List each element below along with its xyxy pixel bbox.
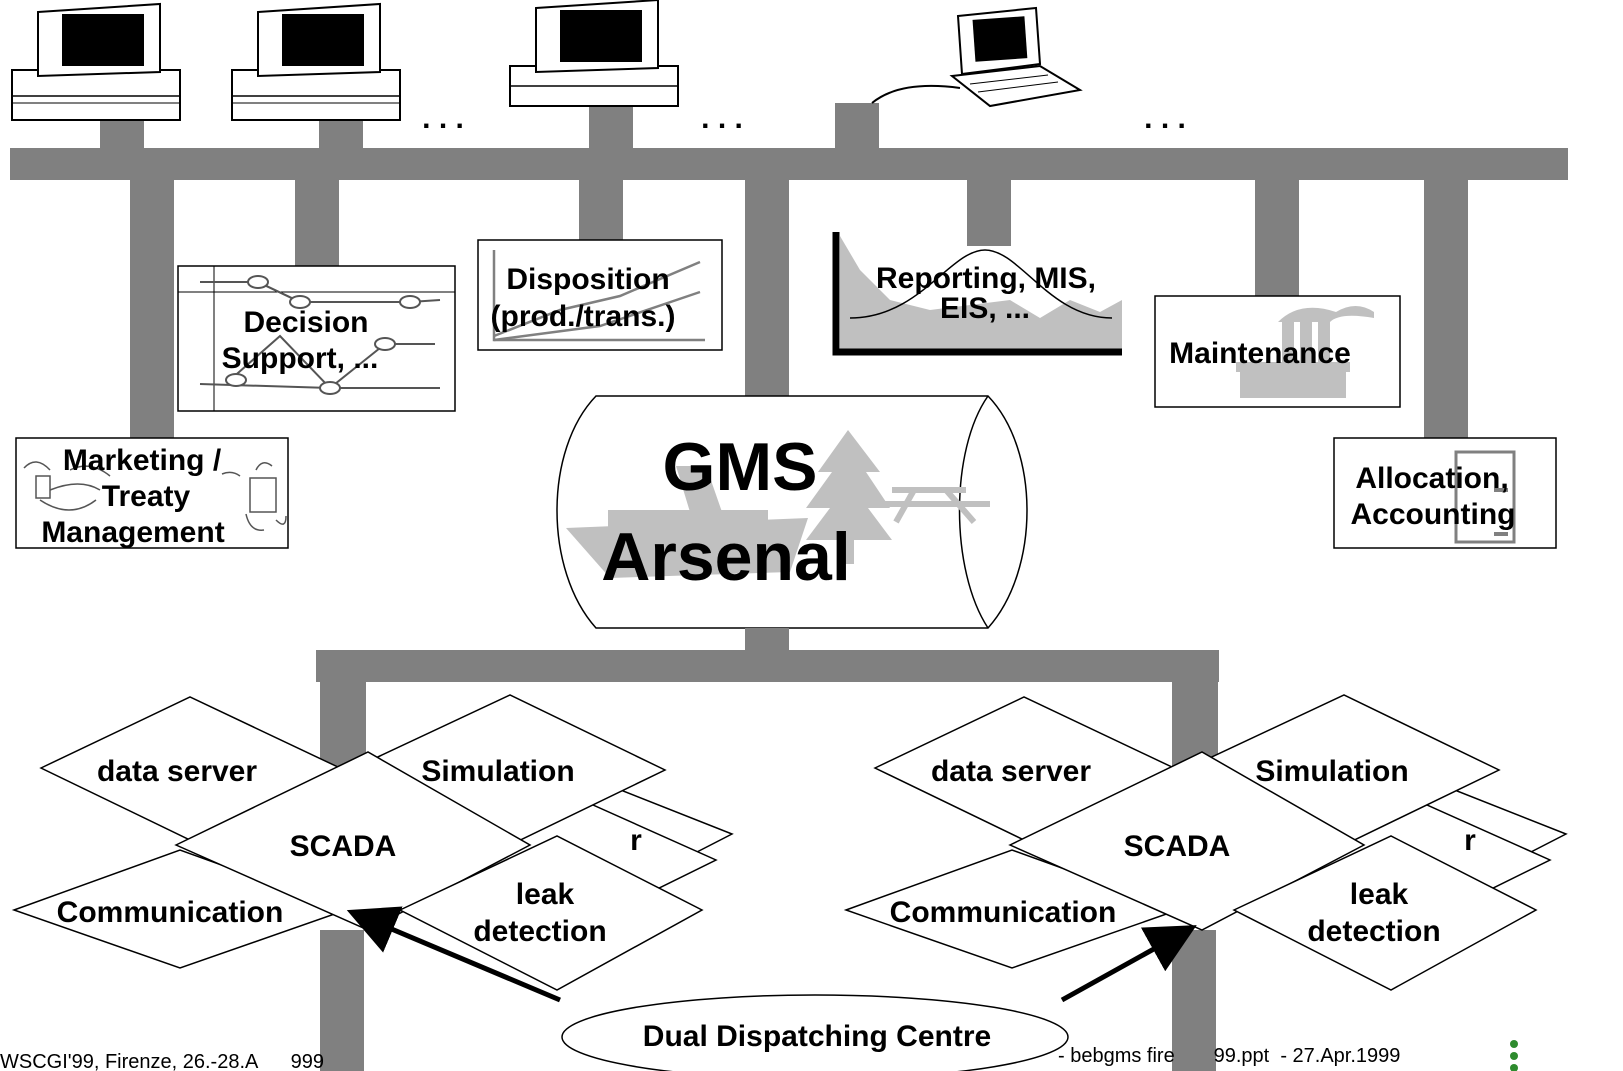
- allocation-module: Allocation, Accounting: [1333, 437, 1557, 549]
- leak-label-left-2: detection: [473, 915, 606, 948]
- reporting-line2: EIS, ...: [940, 292, 1030, 325]
- leak-label-right-1: leak: [1350, 878, 1409, 911]
- hidden-char-left: r: [630, 824, 642, 857]
- dispatch-cluster-left: data server Simulation r SCADA Communica…: [11, 694, 734, 991]
- reporting-line1: Reporting, MIS,: [876, 262, 1096, 295]
- arrow-right: [1060, 925, 1197, 1003]
- decision-support-line2: Support, ...: [222, 342, 379, 375]
- marketing-module: Marketing / Treaty Management: [15, 437, 289, 549]
- picnic-table-icon: [880, 487, 990, 524]
- factory-icon: [1236, 306, 1374, 398]
- arrow-left: [346, 906, 561, 1003]
- data-server-label-left: data server: [97, 755, 257, 788]
- disposition-line2: (prod./trans.): [491, 300, 676, 333]
- disposition-module: Disposition (prod./trans.): [477, 239, 723, 351]
- dispatch-cluster-right: data server Simulation r SCADA Communica…: [843, 694, 1568, 991]
- allocation-line1: Allocation,: [1355, 462, 1508, 495]
- maintenance-module: Maintenance: [1154, 295, 1401, 408]
- leak-label-left-1: leak: [516, 878, 575, 911]
- decision-support-line1: Decision: [243, 306, 368, 339]
- scada-label-left: SCADA: [290, 830, 397, 863]
- marketing-line3: Management: [41, 516, 224, 549]
- leak-detection-diamond: [398, 835, 704, 991]
- hidden-char-right: r: [1464, 824, 1476, 857]
- communication-label-left: Communication: [57, 896, 284, 929]
- desktop-computer-icon: [231, 2, 401, 121]
- arsenal-label: Arsenal: [601, 519, 850, 595]
- disposition-line1: Disposition: [506, 263, 669, 296]
- ship-icon: [566, 466, 808, 578]
- marketing-line1: Marketing /: [63, 444, 222, 477]
- reporting-module: Reporting, MIS, EIS, ...: [832, 232, 1122, 356]
- gms-label: GMS: [663, 429, 818, 505]
- gms-arsenal-database: GMS Arsenal: [556, 395, 1028, 629]
- scada-diamond: [174, 751, 532, 931]
- maintenance-label: Maintenance: [1169, 337, 1351, 370]
- desktop-computer-icon: [11, 2, 181, 121]
- dual-dispatching-centre: Dual Dispatching Centre: [561, 994, 1069, 1071]
- decision-support-module: Decision Support, ...: [177, 265, 456, 412]
- dual-centre-label: Dual Dispatching Centre: [643, 1020, 991, 1053]
- laptop-icon: [871, 6, 1083, 108]
- simulation-label-left: Simulation: [421, 755, 574, 788]
- allocation-line2: Accounting: [1351, 498, 1516, 531]
- desktop-computer-icon: [509, 0, 679, 107]
- footer-right: - bebgms fire 99.ppt - 27.Apr.1999: [1058, 1045, 1400, 1067]
- communication-label-right: Communication: [890, 896, 1117, 929]
- footer-dots-icon: [1510, 1040, 1518, 1071]
- simulation-label-right: Simulation: [1255, 755, 1408, 788]
- ellipsis-3: . . .: [1144, 102, 1186, 135]
- scada-label-right: SCADA: [1124, 830, 1231, 863]
- tree-icon: [806, 430, 892, 564]
- leak-label-right-2: detection: [1307, 915, 1440, 948]
- data-server-label-right: data server: [931, 755, 1091, 788]
- footer-left: WSCGI'99, Firenze, 26.-28.A 999: [0, 1051, 324, 1071]
- marketing-line2: Treaty: [102, 480, 191, 513]
- ellipsis-1: . . .: [422, 102, 464, 135]
- ellipsis-2: . . .: [701, 102, 743, 135]
